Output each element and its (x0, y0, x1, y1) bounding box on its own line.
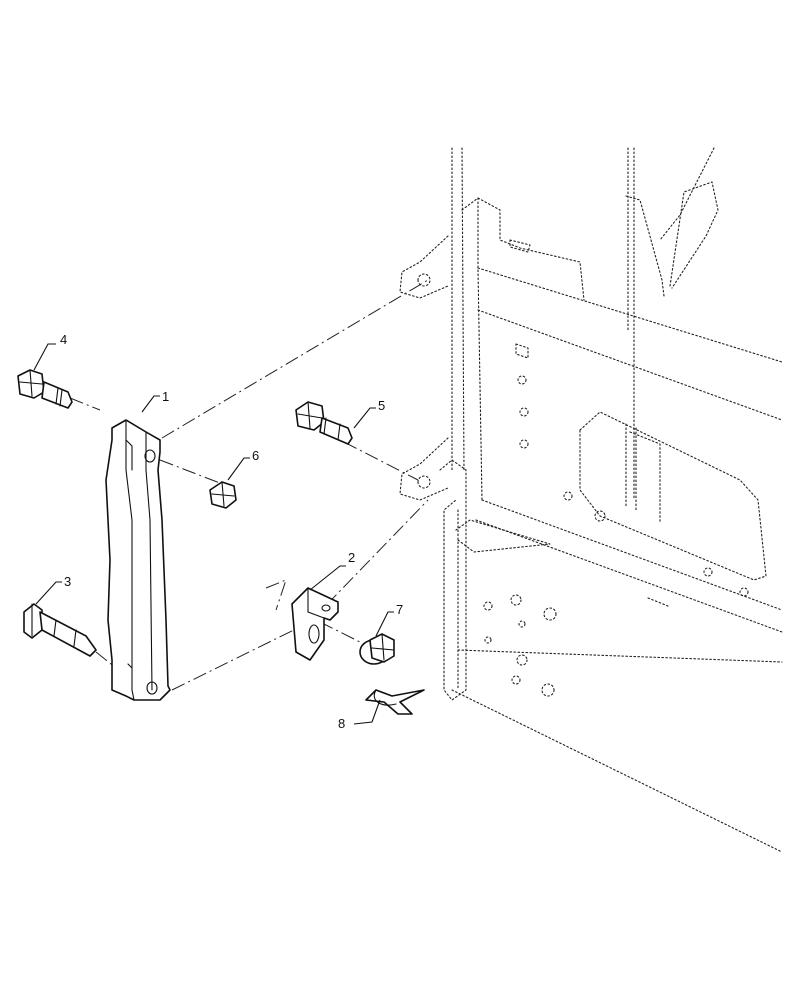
clevis-pin[interactable] (23, 603, 97, 657)
flange-bolt[interactable] (295, 401, 353, 445)
hair-pin-clip[interactable] (365, 689, 425, 715)
callout-2: 2 (348, 550, 355, 565)
alignment-lines (69, 279, 429, 691)
callout-5: 5 (378, 398, 385, 413)
callout-6: 6 (252, 448, 259, 463)
callout-leaders (33, 343, 394, 725)
callout-labels: 1 2 3 4 5 6 7 8 (60, 332, 403, 731)
machine-frame (399, 147, 783, 853)
callout-3: 3 (64, 574, 71, 589)
callout-4: 4 (60, 332, 67, 347)
callout-8: 8 (338, 716, 345, 731)
hex-bolt[interactable] (17, 369, 73, 409)
hex-nut[interactable] (209, 481, 237, 509)
flange-nut[interactable] (359, 633, 395, 665)
callout-7: 7 (396, 602, 403, 617)
bracket-plate[interactable] (291, 587, 339, 661)
link-arm[interactable] (105, 419, 171, 701)
callout-1: 1 (162, 389, 169, 404)
frame-holes (483, 375, 749, 697)
